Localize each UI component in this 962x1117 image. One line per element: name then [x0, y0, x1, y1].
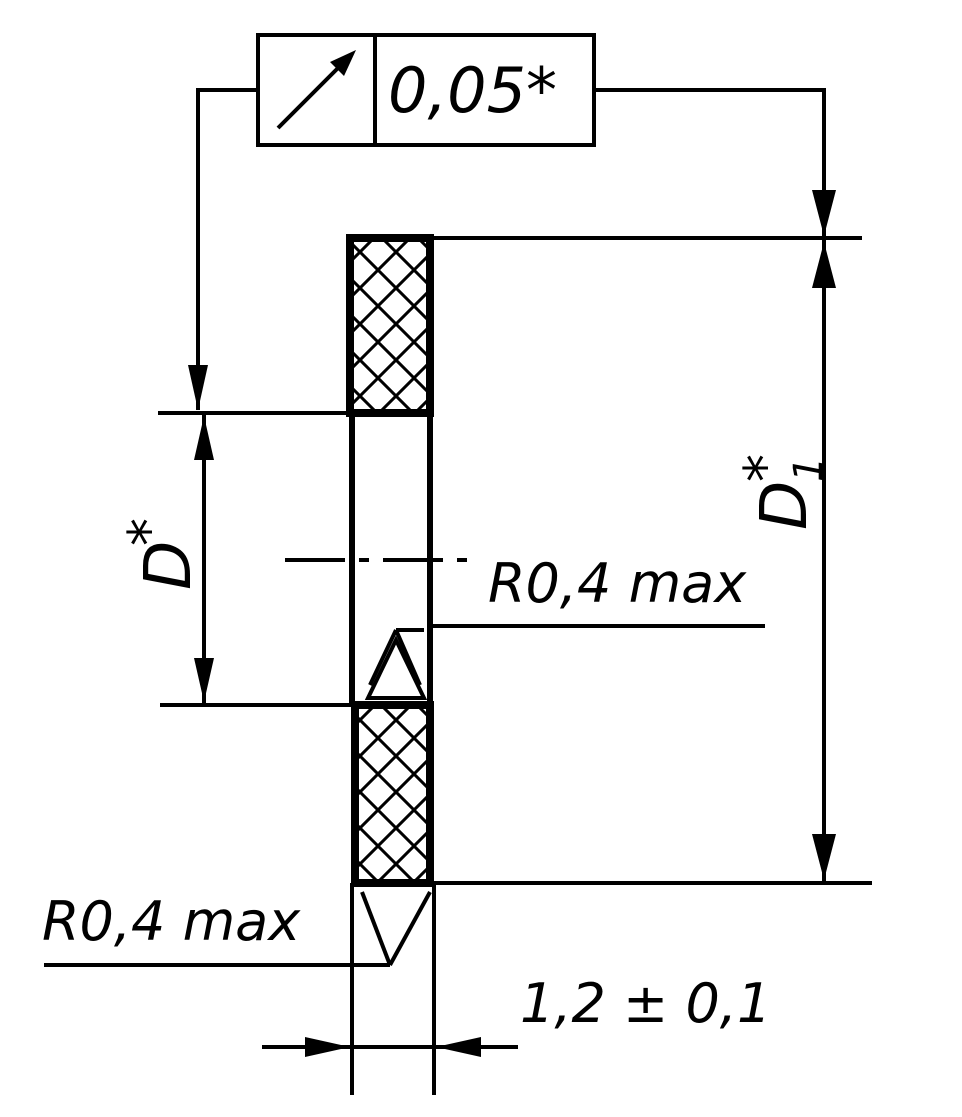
- tolerance-value: 0,05*: [388, 54, 557, 127]
- thickness-dimension: [262, 1037, 518, 1057]
- label-inner-diameter: D *: [117, 518, 206, 590]
- radius-label-upper: R0,4 max: [488, 552, 747, 615]
- radius-label-lower: R0,4 max: [42, 890, 301, 953]
- runout-arrow-icon: [276, 50, 356, 130]
- outer-diameter-subscript: 1: [786, 457, 832, 482]
- inner-diameter-dimension: [188, 365, 214, 705]
- outer-diameter-dimension: [812, 190, 836, 883]
- outer-diameter-letter: D: [748, 481, 822, 530]
- inner-diameter-letter: D: [132, 541, 206, 590]
- label-outer-diameter: D 1 *: [733, 454, 832, 530]
- inner-diameter-star: *: [117, 518, 182, 546]
- extension-lines: [44, 236, 872, 1095]
- frame-leaders: [196, 88, 826, 410]
- radius-leaders: [360, 629, 432, 966]
- outer-diameter-star: *: [733, 454, 798, 482]
- tolerance-frame: 0,05*: [256, 33, 596, 147]
- gasket-section: [346, 234, 434, 887]
- thickness-label: 1,2 ± 0,1: [520, 972, 771, 1035]
